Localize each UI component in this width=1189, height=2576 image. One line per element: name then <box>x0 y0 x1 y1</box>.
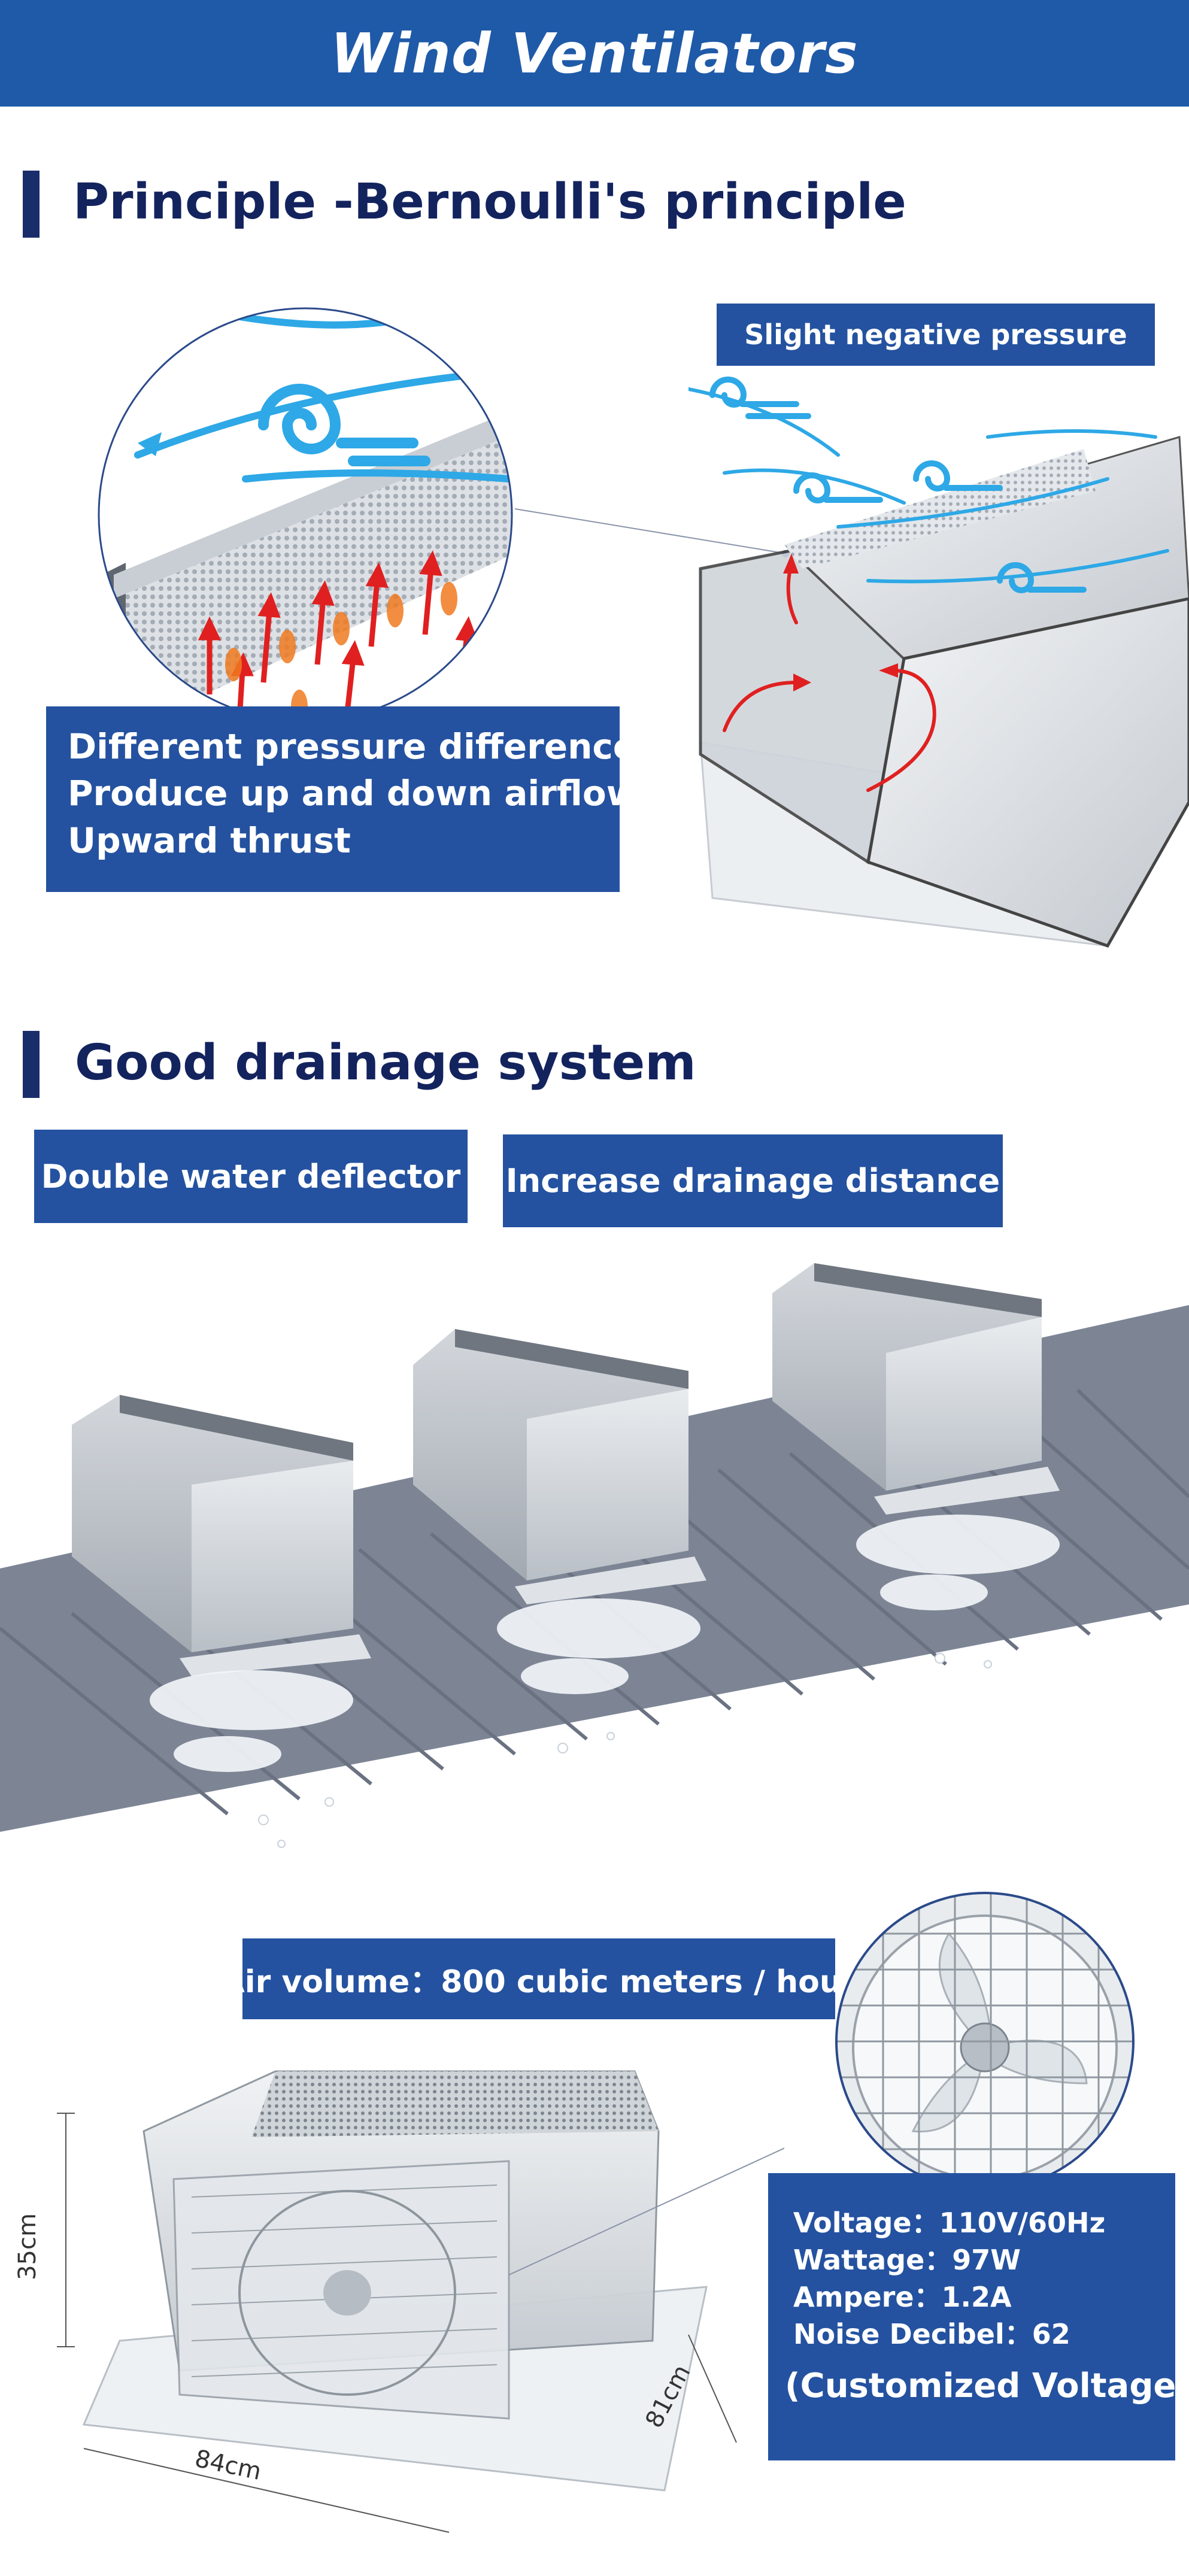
spec-noise: Noise Decibel：62 <box>793 2318 1070 2351</box>
fan-closeup-illustration <box>835 1892 1135 2191</box>
pressure-label: Slight negative pressure <box>717 304 1155 366</box>
ventilator-airflow-illustration <box>688 377 1189 948</box>
page-title: Wind Ventilators <box>330 21 859 86</box>
spec-wattage: Wattage：97W <box>793 2244 1021 2277</box>
effect-line: Upward thrust <box>68 820 351 861</box>
header-banner: Wind Ventilators <box>0 0 1189 107</box>
spec-voltage: Voltage：110V/60Hz <box>793 2207 1106 2239</box>
section-marker-drainage <box>23 1031 40 1098</box>
section-title-principle: Principle -Bernoulli's principle <box>73 174 906 230</box>
spec-customized: (Customized Voltage ) <box>785 2366 1189 2406</box>
double-water-deflector-label: Double water deflector <box>34 1130 468 1223</box>
height-dimension: 35cm <box>13 2213 41 2280</box>
section-title-drainage: Good drainage system <box>75 1034 696 1091</box>
spec-ampere: Ampere：1.2A <box>793 2281 1012 2314</box>
roof-ventilators-illustration <box>0 1263 1189 1848</box>
pressure-effects-box: Different pressure difference Produce up… <box>46 706 639 892</box>
ventilator-dimensions-illustration <box>57 2070 784 2533</box>
magnified-vent-illustration <box>98 307 513 723</box>
drainage-distance-label: Increase drainage distance <box>503 1134 1003 1227</box>
section-marker-principle <box>23 171 40 238</box>
specs-box: Voltage：110V/60Hz Wattage：97W Ampere：1.2… <box>768 2173 1189 2460</box>
air-volume-label: Air volume：800 cubic meters / hour <box>221 1938 857 2019</box>
effect-line: Produce up and down airflow <box>68 773 639 814</box>
effect-line: Different pressure difference <box>68 726 637 767</box>
